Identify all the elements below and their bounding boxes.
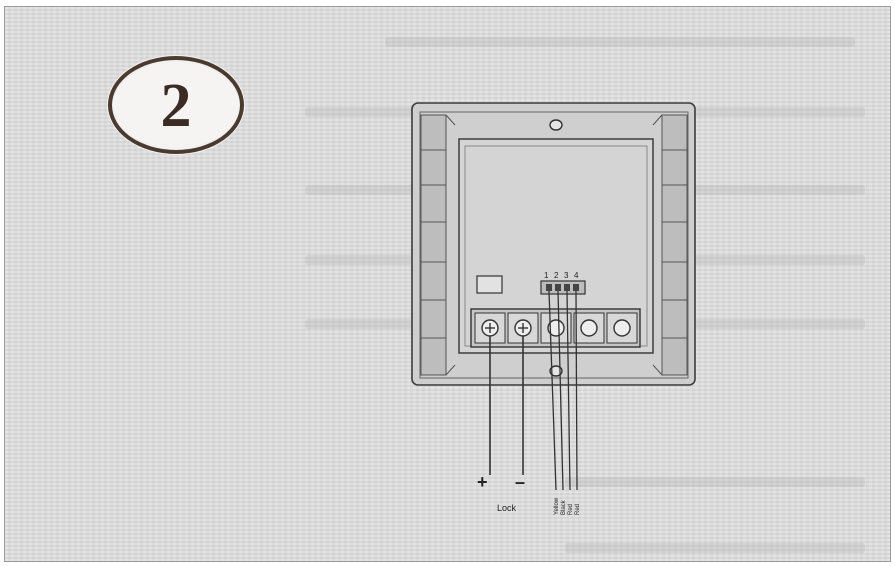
wire-color-label: Yellow <box>554 497 560 515</box>
pin-number-label: 2 <box>554 271 559 280</box>
board-component <box>476 275 503 294</box>
ghost-text-line <box>385 37 855 47</box>
pin <box>546 284 552 291</box>
plus-label: + <box>477 472 488 492</box>
pin-number-label: 3 <box>564 271 569 280</box>
device-inner-frame <box>419 111 689 379</box>
wire-color-label: Red <box>575 504 581 515</box>
step-number-badge: 2 <box>108 56 244 154</box>
ghost-text-line <box>565 477 865 487</box>
bottom-mounting-hole <box>549 365 563 377</box>
lock-label: Lock <box>497 503 517 513</box>
pin-number-label: 4 <box>574 271 579 280</box>
pin <box>564 284 570 291</box>
signal-wires <box>548 290 578 491</box>
terminal-slot <box>573 312 605 344</box>
wire-color-label: Red <box>568 504 574 515</box>
wire-color-label: Black <box>561 499 567 515</box>
pin-number-label: 1 <box>544 271 549 280</box>
top-mounting-hole <box>549 119 563 131</box>
minus-label: – <box>515 472 525 492</box>
terminal-slot <box>606 312 638 344</box>
pin <box>573 284 579 291</box>
terminal-slot <box>540 312 572 344</box>
left-ridge-rail <box>420 114 456 376</box>
ghost-text-line <box>565 543 865 553</box>
pin <box>555 284 561 291</box>
right-ridge-rail <box>652 114 688 376</box>
step-number: 2 <box>160 72 192 140</box>
